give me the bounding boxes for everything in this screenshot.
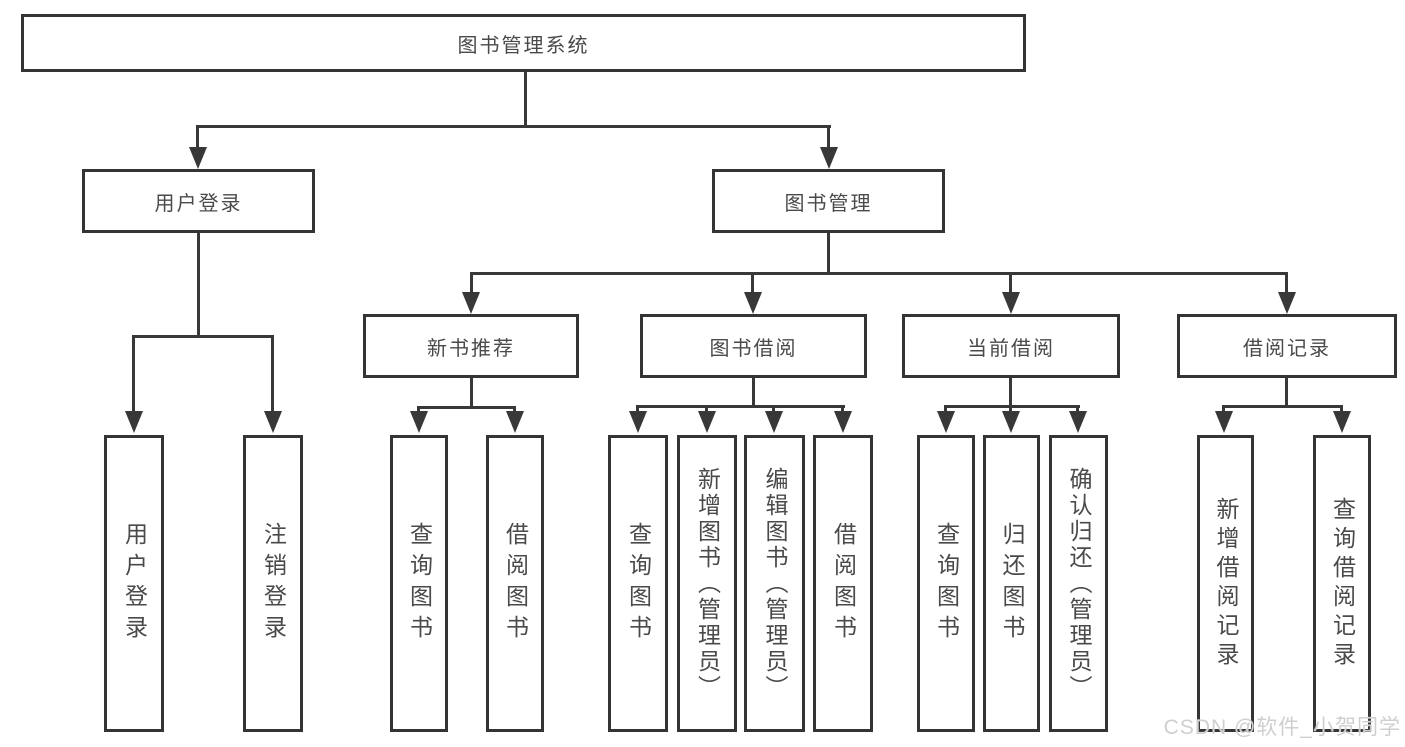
edge-root-drop	[524, 72, 527, 125]
edge-stem-book-borrow	[751, 272, 754, 292]
edge-user-login-drop	[197, 233, 200, 335]
edge-new-book-recommend-drop	[470, 378, 473, 406]
leaf-borrow-books-recommend: 借阅图书	[486, 435, 544, 732]
leaf-query-books-current: 查询图书	[917, 435, 975, 732]
node-new-book-recommend: 新书推荐	[363, 314, 579, 378]
arrow-down-query-books-current	[937, 411, 955, 433]
edge-stem-borrow-books	[841, 405, 844, 411]
arrow-down-borrow-records	[1278, 292, 1296, 314]
arrow-down-book-management	[820, 147, 838, 169]
edge-stem-query-borrow-record	[1340, 405, 1343, 411]
arrow-down-borrow-books	[834, 411, 852, 433]
edge-book-management-drop	[827, 233, 830, 272]
edge-user-login-span	[133, 335, 274, 338]
leaf-query-books-borrow: 查询图书	[608, 435, 668, 732]
edge-book-borrow-drop	[752, 378, 755, 405]
arrow-down-query-borrow-record	[1333, 411, 1351, 433]
arrow-down-leaf-user-login	[125, 411, 143, 433]
arrow-down-query-books-recommend	[410, 411, 428, 433]
edge-book-management-span	[471, 272, 1288, 275]
node-book-management: 图书管理	[712, 169, 945, 233]
edge-stem-current-borrow	[1009, 272, 1012, 292]
leaf-return-book: 归还图书	[983, 435, 1040, 732]
arrow-down-query-books-borrow	[629, 411, 647, 433]
node-borrow-records: 借阅记录	[1177, 314, 1397, 378]
arrow-down-return-book	[1002, 411, 1020, 433]
arrow-down-new-book-recommend	[462, 292, 480, 314]
edge-stem-query-books-current	[944, 405, 947, 411]
edge-stem-new-book-recommend	[470, 272, 473, 292]
arrow-down-borrow-books-recommend	[506, 411, 524, 433]
arrow-down-add-borrow-record	[1215, 411, 1233, 433]
edge-stem-user-login	[196, 125, 199, 147]
leaf-add-book-admin: 新增图书（管理员）	[677, 435, 737, 732]
edge-stem-query-books-borrow	[636, 405, 639, 411]
leaf-edit-book-admin: 编辑图书（管理员）	[744, 435, 805, 732]
edge-borrow-records-span	[1223, 405, 1343, 408]
edge-stem-return-book	[1009, 405, 1012, 411]
edge-current-borrow-span	[945, 405, 1080, 408]
edge-root-span	[197, 125, 831, 128]
edge-stem-confirm-return-admin	[1076, 405, 1079, 411]
watermark: CSDN @软件_小贺同学	[1163, 716, 1401, 739]
leaf-user-login: 用户登录	[104, 435, 164, 732]
edge-stem-add-borrow-record	[1222, 405, 1225, 411]
arrow-down-add-book-admin	[698, 411, 716, 433]
edge-stem-borrow-records	[1285, 272, 1288, 292]
leaf-add-borrow-record: 新增借阅记录	[1197, 435, 1254, 732]
leaf-logout: 注销登录	[243, 435, 303, 732]
edge-book-borrow-span	[637, 405, 845, 408]
edge-borrow-records-drop	[1285, 378, 1288, 405]
node-current-borrow: 当前借阅	[902, 314, 1120, 378]
edge-stem-query-books-recommend	[417, 406, 420, 411]
arrow-down-leaf-logout	[264, 411, 282, 433]
edge-stem-edit-book-admin	[772, 405, 775, 411]
edge-new-book-recommend-span	[418, 406, 516, 409]
leaf-borrow-books: 借阅图书	[813, 435, 873, 732]
arrow-down-user-login	[189, 147, 207, 169]
arrow-down-current-borrow	[1002, 292, 1020, 314]
edge-stem-book-management	[827, 125, 830, 147]
leaf-query-borrow-record: 查询借阅记录	[1313, 435, 1371, 732]
node-book-borrow: 图书借阅	[640, 314, 867, 378]
arrow-down-confirm-return-admin	[1069, 411, 1087, 433]
edge-current-borrow-drop	[1009, 378, 1012, 405]
edge-stem-borrow-books-recommend	[513, 406, 516, 411]
leaf-confirm-return-admin: 确认归还（管理员）	[1049, 435, 1108, 732]
node-user-login: 用户登录	[82, 169, 315, 233]
edge-stem-leaf-user-login	[132, 335, 135, 411]
leaf-query-books-recommend: 查询图书	[390, 435, 448, 732]
edge-stem-leaf-logout	[271, 335, 274, 411]
arrow-down-edit-book-admin	[765, 411, 783, 433]
arrow-down-book-borrow	[744, 292, 762, 314]
edge-stem-add-book-admin	[705, 405, 708, 411]
node-library-system: 图书管理系统	[21, 14, 1026, 72]
